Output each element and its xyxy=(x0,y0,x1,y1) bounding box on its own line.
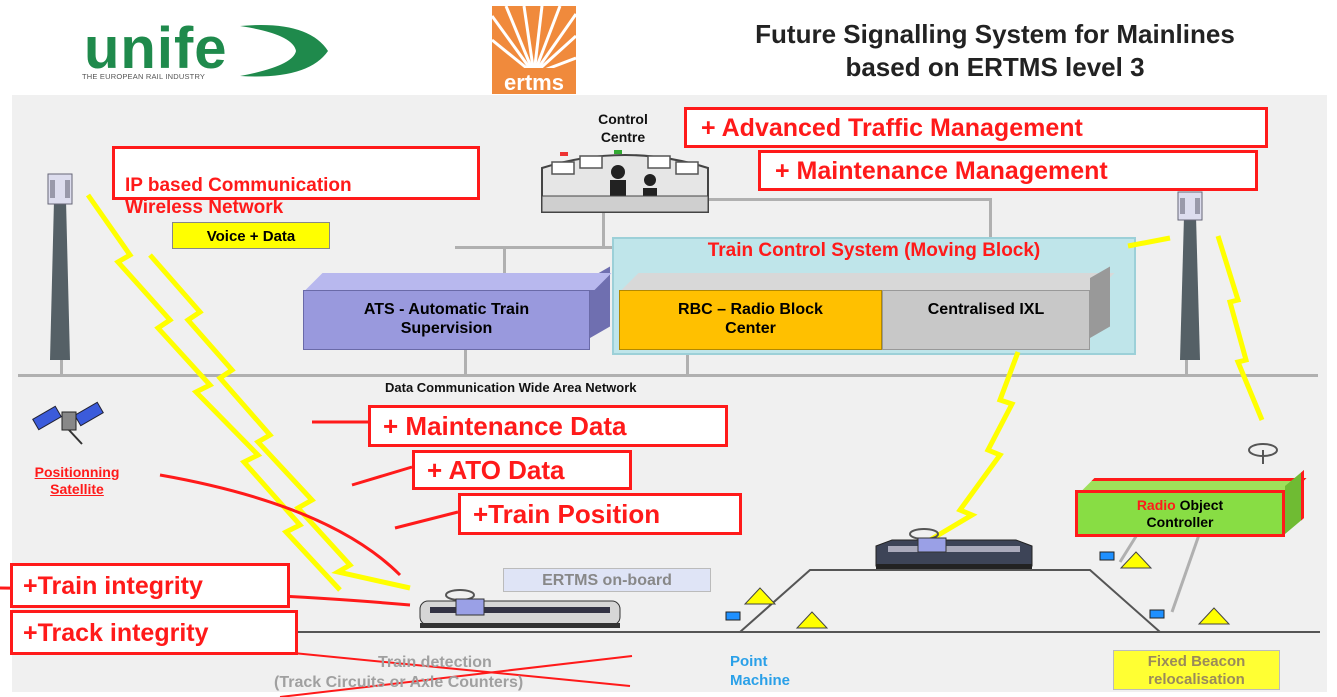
rbc-box: RBC – Radio Block Center xyxy=(619,290,882,350)
train-integrity-label: +Train integrity xyxy=(23,572,203,600)
beacon-triangle-1 xyxy=(743,587,777,605)
roc-antenna-icon xyxy=(1248,443,1278,464)
wan-label: Data Communication Wide Area Network xyxy=(385,380,637,395)
rbc-label: RBC – Radio Block Center xyxy=(678,301,823,337)
roc-radio-label: Radio xyxy=(1136,497,1176,513)
train-detection-label-1: Train detection xyxy=(378,654,492,671)
radio-object-controller-box: Radio Object Controller xyxy=(1075,490,1285,537)
wan-bus-line xyxy=(18,374,1318,377)
ertms-logo-text: ertms xyxy=(504,70,564,95)
control-centre-link xyxy=(602,213,605,248)
unife-logo-text: unife xyxy=(84,16,228,81)
upper-bus-line-left xyxy=(455,246,615,249)
title-line-1: Future Signalling System for Mainlines xyxy=(755,19,1235,49)
train-integrity-box: +Train integrity xyxy=(10,563,290,608)
fixed-beacon-label: Fixed Beacon relocalisation xyxy=(1113,650,1280,690)
unife-tagline: THE EUROPEAN RAIL INDUSTRY xyxy=(82,72,206,81)
train-detection-label-2: (Track Circuits or Axle Counters) xyxy=(274,674,524,691)
ertms-logo: ertms xyxy=(490,5,578,95)
ats-lower-link xyxy=(464,350,467,374)
tcs-right-tower-link xyxy=(1127,235,1171,249)
locomotive-icon xyxy=(875,528,1033,569)
maintenance-data-box: + Maintenance Data xyxy=(368,405,728,447)
right-antenna-tower-icon xyxy=(1177,191,1203,360)
track-integrity-box: +Track integrity xyxy=(10,610,298,655)
ats-label: ATS - Automatic Train Supervision xyxy=(363,301,530,337)
roc-controller-label: Controller xyxy=(1146,514,1214,530)
ats-box: ATS - Automatic Train Supervision xyxy=(303,290,590,350)
ato-data-arrow xyxy=(351,465,413,487)
satellite-icon xyxy=(32,401,104,445)
ip-network-label: IP based Communication Wireless Network xyxy=(125,175,352,218)
ats-upper-link xyxy=(503,248,506,290)
maintenance-management-box: + Maintenance Management xyxy=(758,150,1258,191)
ixl-box: Centralised IXL xyxy=(882,290,1090,350)
ertms-onboard-label: ERTMS on-board xyxy=(503,568,711,592)
advanced-traffic-management-box: + Advanced Traffic Management xyxy=(684,107,1268,148)
satellite-arrow xyxy=(159,473,402,577)
track-branch-line xyxy=(739,569,1161,633)
train-position-arrow xyxy=(394,510,459,530)
right-tower-link xyxy=(1185,352,1188,374)
train-position-box: +Train Position xyxy=(458,493,742,535)
beacon-triangle-4 xyxy=(1197,607,1231,625)
unife-swoosh-icon xyxy=(240,25,328,77)
train-lightning-link xyxy=(148,253,411,591)
title-line-2: based on ERTMS level 3 xyxy=(845,52,1145,82)
control-to-ixl-line xyxy=(700,198,990,201)
point-machine-label: Point Machine xyxy=(730,653,791,689)
roc-point-machine-link-2 xyxy=(1170,531,1202,613)
point-machine-1 xyxy=(725,611,741,621)
rbc-lower-link xyxy=(686,350,689,374)
advanced-traffic-management-label: + Advanced Traffic Management xyxy=(701,114,1083,142)
rbc-train-lightning-link xyxy=(928,351,1021,543)
train-position-label: +Train Position xyxy=(473,499,661,529)
ato-data-box: + ATO Data xyxy=(412,450,632,490)
train-icon xyxy=(419,589,621,628)
fixed-beacon-text: Fixed Beacon relocalisation xyxy=(1147,653,1246,688)
beacon-triangle-3 xyxy=(1119,551,1153,569)
strike-line-2 xyxy=(279,655,633,697)
page-title: Future Signalling System for Mainlines b… xyxy=(660,18,1330,84)
ip-network-lightning-link xyxy=(85,193,342,592)
voice-data-label: Voice + Data xyxy=(172,222,330,249)
roc-object-label: Object xyxy=(1175,497,1224,513)
ato-data-label: + ATO Data xyxy=(427,455,565,485)
maintenance-data-label: + Maintenance Data xyxy=(383,411,627,441)
train-control-system-title: Train Control System (Moving Block) xyxy=(707,240,1041,261)
ertms-sunburst-icon xyxy=(490,5,578,94)
tower-roc-link xyxy=(1215,235,1265,421)
point-machine-2 xyxy=(1099,551,1115,561)
beacon-triangle-2 xyxy=(795,611,829,629)
positioning-satellite-label: Positionning Satellite xyxy=(34,464,120,497)
maintenance-management-label: + Maintenance Management xyxy=(775,157,1108,185)
point-machine-3 xyxy=(1149,609,1165,619)
left-tower-link xyxy=(60,352,63,374)
control-centre-icon xyxy=(541,150,709,213)
control-centre-label: Control Centre xyxy=(598,111,648,145)
ixl-label: Centralised IXL xyxy=(927,301,1045,318)
track-integrity-label: +Track integrity xyxy=(23,619,209,647)
left-antenna-tower-icon xyxy=(47,173,73,360)
ip-network-box: IP based Communication Wireless Network xyxy=(112,146,480,218)
strike-line-1 xyxy=(282,651,631,687)
